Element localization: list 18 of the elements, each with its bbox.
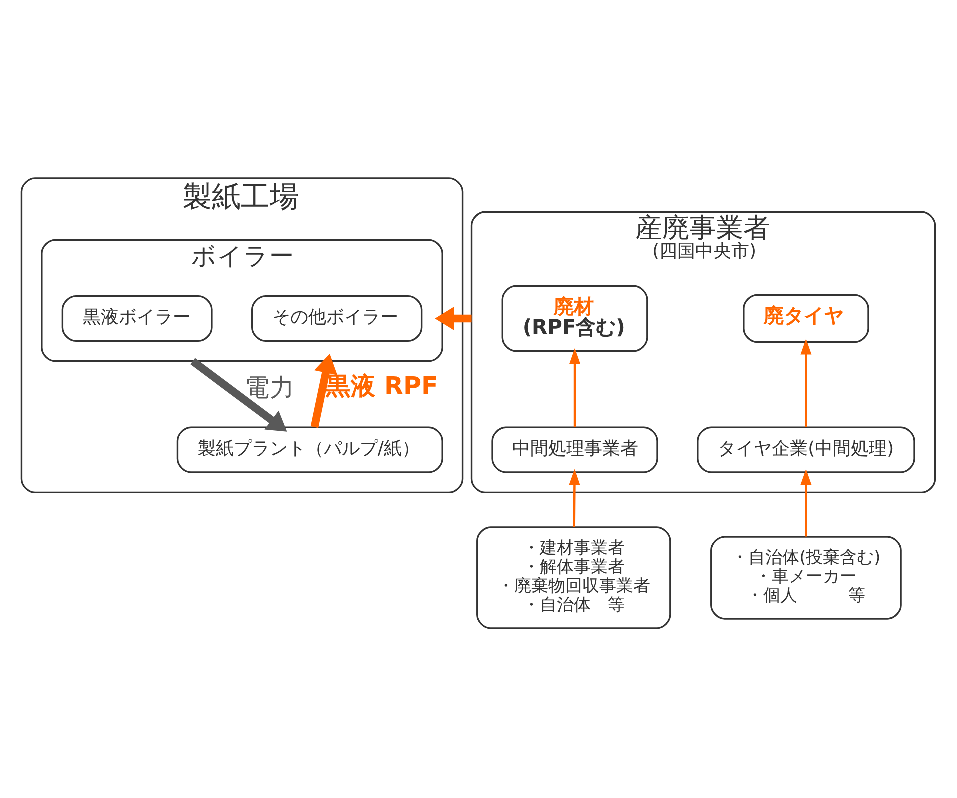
- edge-label: 電力: [245, 372, 296, 402]
- arrow: [310, 354, 338, 428]
- node-box: その他ボイラー: [252, 295, 423, 342]
- arrow: [800, 469, 812, 537]
- arrow: [570, 348, 581, 428]
- arrow: [190, 358, 288, 432]
- node-box: 廃タイヤ: [743, 294, 870, 344]
- node-box: ・自治体(投棄含む) ・車メーカー ・個人 等: [710, 536, 902, 620]
- arrow: [435, 306, 472, 331]
- node-box: 中間処理事業者: [492, 426, 658, 474]
- node-box: 製紙プラント（パルプ/紙）: [176, 426, 444, 474]
- arrow: [800, 339, 812, 428]
- edge-label: 黒液 RPF: [326, 372, 438, 401]
- arrow: [569, 469, 580, 528]
- node-box: タイヤ企業(中間処理): [697, 426, 916, 474]
- node-box: ・建材事業者 ・解体事業者 ・廃棄物回収事業者 ・自治体 等: [476, 526, 672, 630]
- node-box: 黒液ボイラー: [62, 295, 213, 342]
- node-box: 廃材 (RPF含む): [502, 285, 648, 352]
